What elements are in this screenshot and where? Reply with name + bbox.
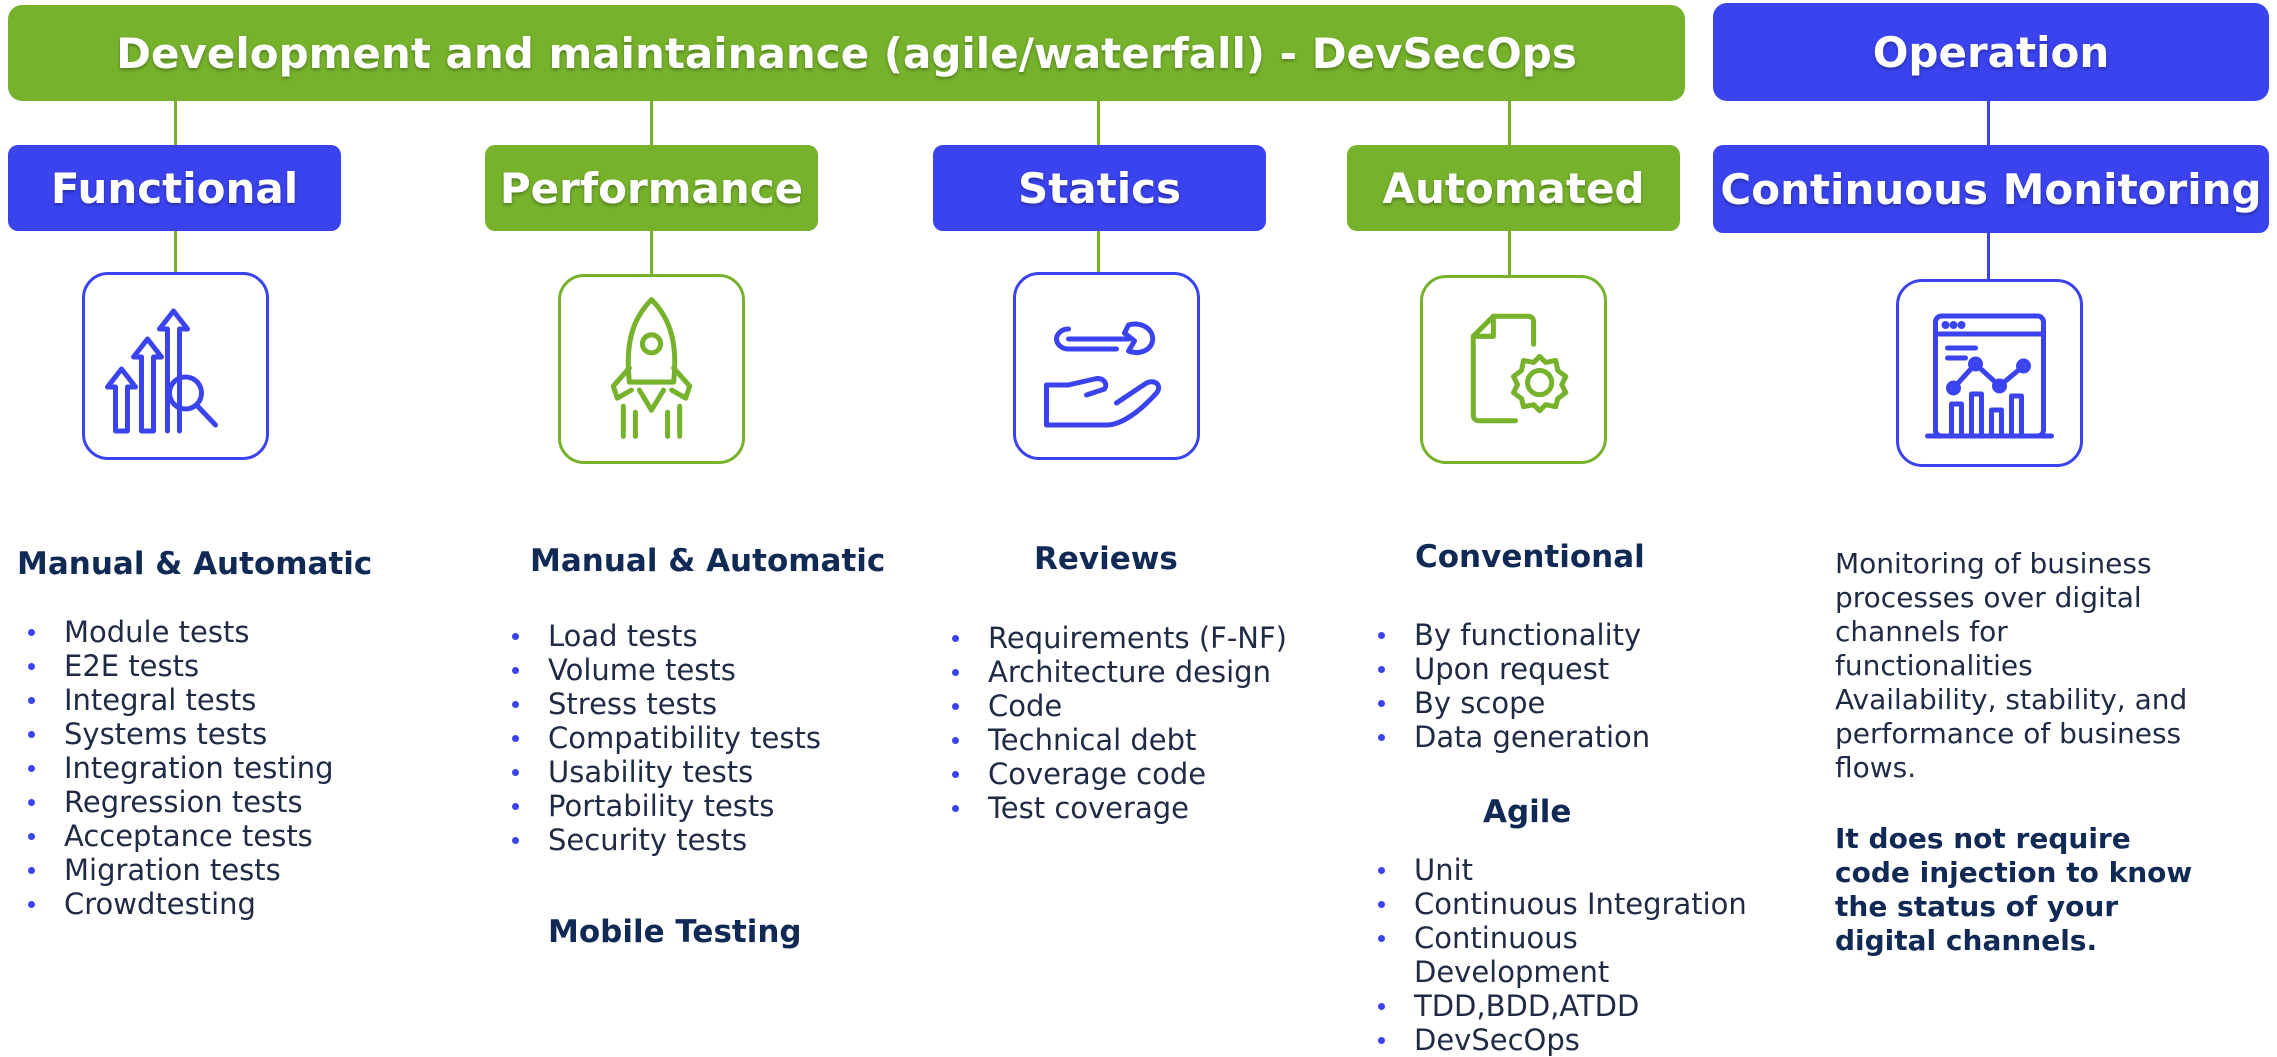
mobile-testing-heading: Mobile Testing — [548, 914, 802, 950]
list-item: Module tests — [18, 615, 334, 649]
list-item: DevSecOps — [1368, 1023, 1747, 1057]
connector-line — [1987, 101, 1990, 146]
development-banner-title: Development and maintainance (agile/wate… — [116, 28, 1577, 78]
list-item: Test coverage — [942, 791, 1287, 825]
category-statics: Statics — [933, 145, 1266, 231]
list-item: Acceptance tests — [18, 819, 334, 853]
functional-heading: Manual & Automatic — [17, 546, 373, 582]
development-banner: Development and maintainance (agile/wate… — [8, 5, 1685, 101]
connector-line — [1508, 231, 1511, 275]
connector-line — [1097, 231, 1100, 273]
category-continuous-monitoring: Continuous Monitoring — [1713, 145, 2269, 233]
category-performance: Performance — [485, 145, 818, 231]
monitoring-note: It does not require code injection to kn… — [1835, 822, 2193, 957]
list-item: Data generation — [1368, 720, 1650, 754]
list-item: Security tests — [502, 823, 821, 857]
list-item: Volume tests — [502, 653, 821, 687]
connector-line — [1987, 233, 1990, 279]
performance-heading: Manual & Automatic — [530, 543, 886, 579]
connector-line — [1508, 101, 1511, 146]
category-automated: Automated — [1347, 145, 1680, 231]
agile-list: Unit Continuous Integration Continuous D… — [1368, 853, 1747, 1057]
list-item: Portability tests — [502, 789, 821, 823]
category-continuous-monitoring-label: Continuous Monitoring — [1720, 164, 2262, 214]
operation-banner: Operation — [1713, 3, 2269, 101]
list-item: By scope — [1368, 686, 1650, 720]
list-item: Systems tests — [18, 717, 334, 751]
list-item: Regression tests — [18, 785, 334, 819]
connector-line — [1097, 101, 1100, 146]
list-item: Code — [942, 689, 1287, 723]
document-gear-icon — [1420, 275, 1607, 464]
list-item: Integral tests — [18, 683, 334, 717]
connector-line — [174, 101, 177, 146]
list-item: Technical debt — [942, 723, 1287, 757]
monitoring-description: Monitoring of business processes over di… — [1835, 547, 2188, 784]
conventional-list: By functionality Upon request By scope D… — [1368, 618, 1650, 754]
agile-heading: Agile — [1483, 794, 1572, 830]
list-item: Architecture design — [942, 655, 1287, 689]
category-statics-label: Statics — [1017, 163, 1182, 213]
connector-line — [174, 231, 177, 273]
growth-chart-magnifier-icon — [82, 272, 269, 460]
list-item: Crowdtesting — [18, 887, 334, 921]
category-automated-label: Automated — [1382, 163, 1645, 213]
list-item: Compatibility tests — [502, 721, 821, 755]
category-functional: Functional — [8, 145, 341, 231]
list-item: Migration tests — [18, 853, 334, 887]
list-item: Stress tests — [502, 687, 821, 721]
list-item: By functionality — [1368, 618, 1650, 652]
list-item: Coverage code — [942, 757, 1287, 791]
list-item: Continuous Integration — [1368, 887, 1747, 921]
performance-test-list: Load tests Volume tests Stress tests Com… — [502, 619, 821, 857]
statics-review-list: Requirements (F-NF) Architecture design … — [942, 621, 1287, 825]
list-item: TDD,BDD,ATDD — [1368, 989, 1747, 1023]
wrench-hand-icon — [1013, 272, 1200, 460]
list-item: Load tests — [502, 619, 821, 653]
category-functional-label: Functional — [50, 163, 299, 213]
list-item: Upon request — [1368, 652, 1650, 686]
list-item: E2E tests — [18, 649, 334, 683]
list-item: Unit — [1368, 853, 1747, 887]
list-item: Integration testing — [18, 751, 334, 785]
operation-banner-title: Operation — [1872, 27, 2110, 77]
list-item: Continuous Development — [1368, 921, 1614, 989]
connector-line — [650, 101, 653, 146]
conventional-heading: Conventional — [1415, 539, 1645, 575]
list-item: Requirements (F-NF) — [942, 621, 1287, 655]
list-item: Usability tests — [502, 755, 821, 789]
rocket-icon — [558, 274, 745, 464]
dashboard-chart-icon — [1896, 279, 2083, 467]
category-performance-label: Performance — [499, 163, 804, 213]
functional-test-list: Module tests E2E tests Integral tests Sy… — [18, 615, 334, 921]
statics-heading: Reviews — [1034, 541, 1178, 577]
connector-line — [650, 231, 653, 275]
